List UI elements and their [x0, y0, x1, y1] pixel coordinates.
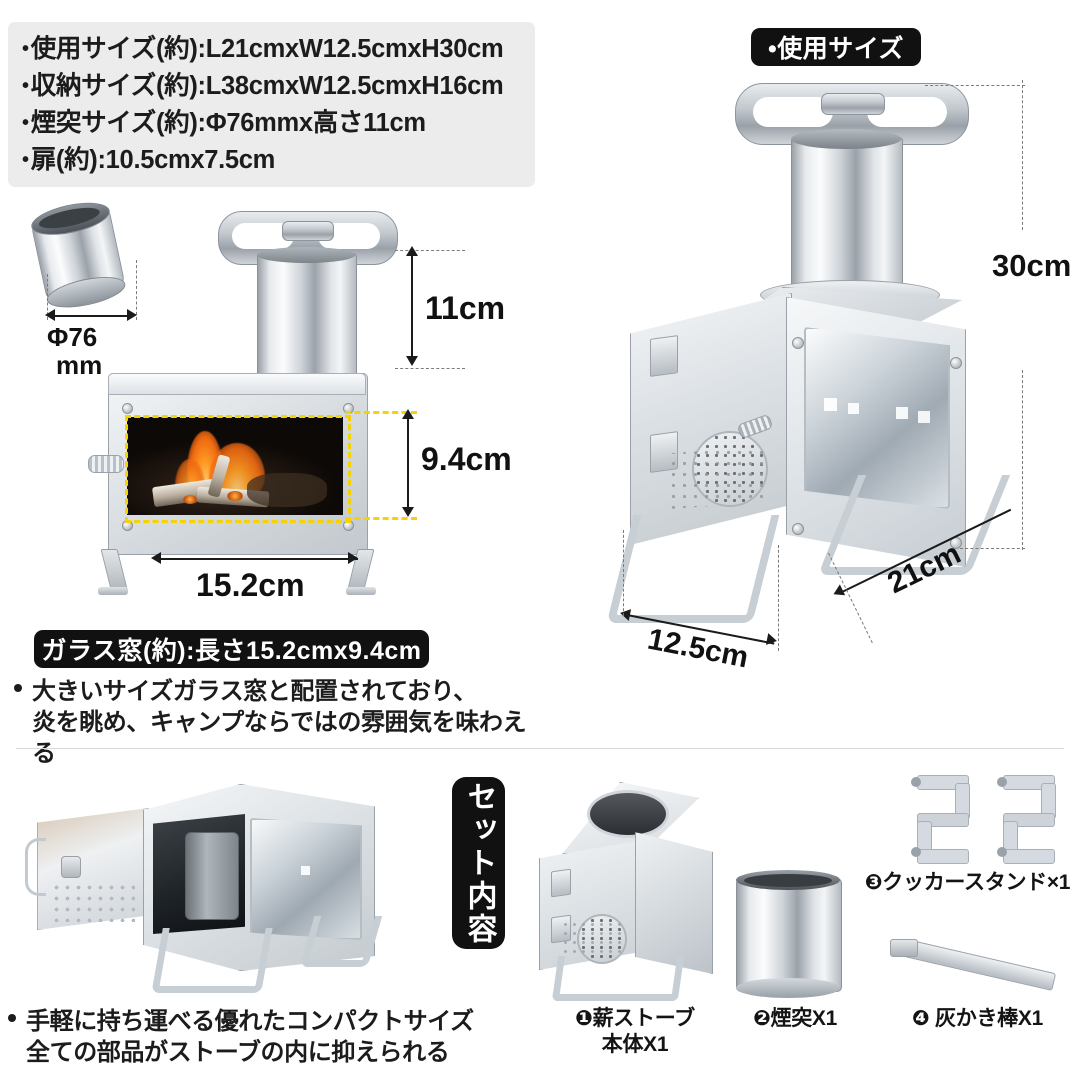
cooker-stand-bracket: [905, 775, 970, 864]
width-dimension: 12.5cm: [605, 570, 905, 680]
glass-window-description-line1: 大きいサイズガラス窓と配置されており、: [32, 678, 477, 705]
set-contents-badge: セット内容: [452, 777, 505, 949]
spec-item-chimney-size: 煙突サイズ(約):Φ76mmx高さ11cm: [22, 105, 521, 142]
glass-reflection: [301, 866, 310, 875]
window-width-label: 15.2cm: [196, 567, 305, 603]
chimney-rim: [257, 247, 355, 263]
chimney-height-dimension: 11cm: [395, 240, 525, 380]
door-perforations: [561, 920, 621, 958]
specification-list: 使用サイズ(約):L21cmxW12.5cmxH30cm 収納サイズ(約):L3…: [22, 31, 521, 179]
width-leader-right: [778, 545, 779, 651]
chimney-rim: [791, 129, 901, 149]
door-spring-handle: [88, 455, 124, 473]
glass-window-description: 大きいサイズガラス窓と配置されており、 炎を眺め、キャンプならではの雰囲気を味わ…: [14, 676, 534, 769]
stove-chimney: [257, 253, 357, 380]
screw-icon: [950, 537, 962, 549]
set-item-3-caption: ❸クッカースタンド×1: [864, 871, 1071, 894]
chimney-height-label: 11cm: [425, 290, 506, 326]
glass-reflection: [918, 411, 930, 423]
stove-leg: [151, 928, 273, 993]
glass-reflection: [848, 403, 859, 414]
door-hinge-top: [551, 868, 571, 898]
screw-icon: [792, 337, 804, 349]
window-width-dimension: 15.2cm: [140, 545, 410, 605]
stove-three-quarter-view-figure: [606, 75, 1011, 635]
spec-item-usage-size: 使用サイズ(約):L21cmxW12.5cmxH30cm: [22, 31, 521, 68]
door-spring-handle: [25, 838, 46, 896]
glass-reflection: [896, 407, 908, 419]
chimney-diameter-label-line2: mm: [56, 350, 103, 380]
nested-chimney: [185, 832, 239, 920]
glass-window-description-line2: 炎を眺め、キャンプならではの雰囲気を味わえる: [32, 709, 527, 767]
set-item-cooker-stand-illustration: [895, 775, 1075, 865]
usage-size-badge: •使用サイズ: [751, 28, 921, 66]
glass-window-badge: ガラス窓(約):長さ15.2cmx9.4cm: [34, 630, 429, 668]
compact-size-description: 手軽に持ち運べる優れたコンパクトサイズ 全ての部品がストーブの内に抑えられる: [8, 1006, 528, 1068]
bullet-icon: [8, 1014, 16, 1022]
set-item-stove-body-illustration: [525, 778, 715, 1003]
total-height-label: 30cm: [992, 248, 1072, 283]
set-item-ash-poker-illustration: [880, 925, 1070, 995]
screw-icon: [950, 357, 962, 369]
spec-item-storage-size: 収納サイズ(約):L38cmxW12.5cmxH16cm: [22, 68, 521, 105]
stove-rear-face: [635, 832, 713, 974]
chimney-diameter-label-line1: Φ76: [47, 322, 98, 352]
height-leader-bottom: [960, 548, 1025, 549]
set-item-4-caption: ❹ 灰かき棒X1: [912, 1007, 1043, 1030]
disassembled-stove-figure: [25, 778, 383, 993]
cooker-stand-bracket: [991, 775, 1056, 864]
compact-description-line1: 手軽に持ち運べる優れたコンパクトサイズ: [26, 1008, 474, 1035]
stove-leg: [299, 916, 383, 967]
compact-description-line2: 全ての部品がストーブの内に抑えられる: [26, 1039, 450, 1066]
specification-box: 使用サイズ(約):L21cmxW12.5cmxH30cm 収納サイズ(約):L3…: [8, 22, 535, 187]
spec-item-door-size: 扉(約):10.5cmx7.5cm: [22, 142, 521, 179]
door-perforations: [51, 882, 135, 922]
door-hinge-top: [650, 335, 678, 377]
glass-reflection: [824, 398, 837, 411]
window-height-dimension: 9.4cm: [345, 405, 525, 535]
height-leader-top: [925, 85, 1025, 86]
stove-leg: [551, 956, 685, 1001]
stove-front-view-figure: [88, 205, 400, 595]
width-label: 12.5cm: [644, 622, 752, 675]
glass-window-outline-highlight: [125, 415, 351, 523]
set-item-1-caption: ❶薪ストーブ 本体X1: [575, 1007, 695, 1056]
poker-shaft: [903, 939, 1057, 991]
total-height-dimension: 30cm: [992, 80, 1080, 550]
set-item-chimney-illustration: [730, 866, 850, 1001]
section-divider: [16, 748, 1064, 749]
stove-top-plate: [108, 373, 366, 395]
screw-icon: [792, 523, 804, 535]
stove-glass-window: [250, 818, 362, 940]
glass-window-with-fire: [127, 417, 343, 515]
window-height-label: 9.4cm: [421, 441, 512, 477]
chimney-diameter-figure: Φ76 mm: [28, 196, 150, 380]
set-item-2-caption: ❷煙突X1: [753, 1007, 837, 1030]
screw-icon: [122, 403, 133, 414]
door-latch-icon: [61, 856, 81, 878]
poker-blade: [890, 939, 918, 957]
bullet-icon: [14, 684, 22, 692]
chimney-bottom-rim: [736, 978, 840, 998]
width-leader-left: [623, 530, 624, 616]
stove-chimney: [791, 137, 903, 297]
door-perforations: [668, 447, 764, 509]
stove-handle: [218, 211, 398, 265]
flue-opening: [587, 790, 669, 838]
